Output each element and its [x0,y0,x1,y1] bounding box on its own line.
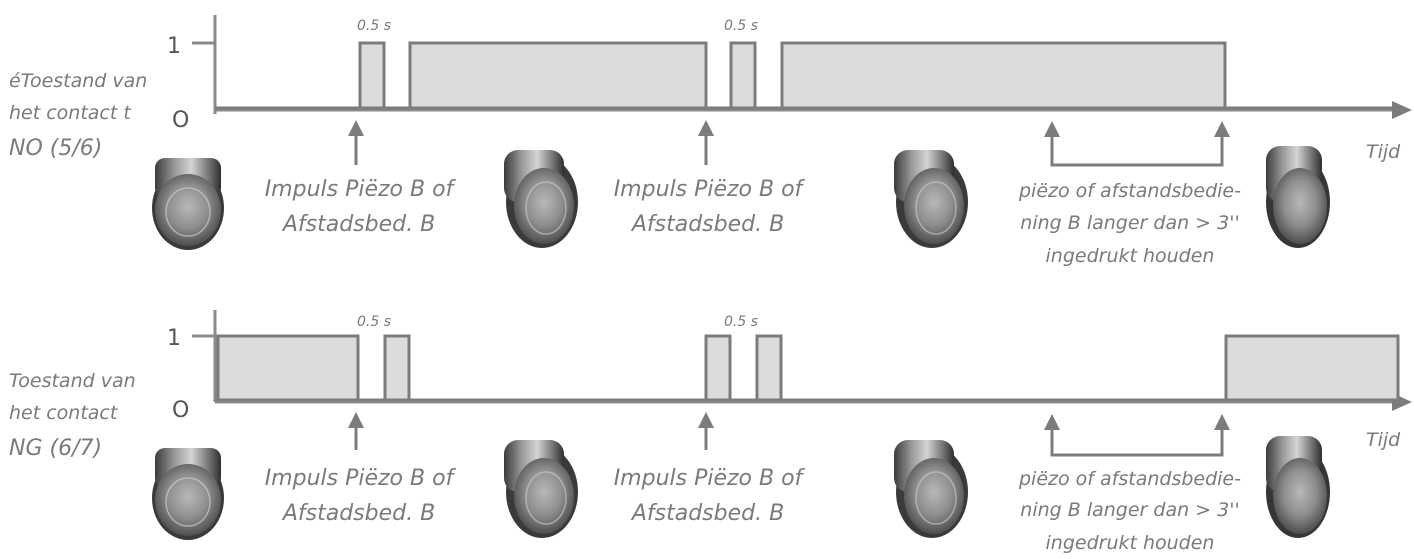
y-low-label: O [172,108,189,133]
panel-no: 1 O 0.5 s 0.5 s éToestand van het contac… [9,15,1412,267]
state-label-line: het contact t [9,102,132,124]
trigger-text: Afstadsbed. B [281,501,435,526]
state-label-line: het contact [9,402,119,424]
push-button-icon [151,447,225,541]
trigger-text: Afstadsbed. B [630,501,784,526]
state-label-line: Toestand van [9,370,136,392]
pulse-duration-label: 0.5 s [724,314,758,330]
panel-ng: 1 O 0.5 s 0.5 s Toestand van het contact… [9,310,1412,554]
long-press-text: piëzo of afstandsbedie- [1018,468,1241,490]
x-axis-label: Tijd [1366,429,1401,451]
trigger-text: Afstadsbed. B [281,212,435,237]
push-button-icon [1266,436,1330,538]
signal-pulse [358,41,386,110]
long-press-text: ning B langer dan > 3'' [1020,499,1239,521]
y-low-label: O [172,398,189,423]
long-press-text: ingedrukt houden [1046,245,1215,267]
arrow-up-icon [698,120,714,165]
trigger-text: Impuls Piëzo B of [265,466,457,491]
signal-pulse [383,334,411,402]
trigger-text: Impuls Piëzo B of [614,177,806,202]
arrow-up-icon [348,412,364,450]
long-press-text: ingedrukt houden [1046,532,1215,554]
long-press-bracket [1044,121,1230,167]
state-label-line: éToestand van [9,70,147,92]
push-button-icon [893,439,969,539]
signal-pulse [780,41,1227,110]
state-label-line: NG (6/7) [9,436,102,461]
pulse-duration-label: 0.5 s [724,18,758,34]
push-button-icon [893,149,969,249]
long-press-bracket [1044,414,1230,457]
arrow-up-icon [698,412,714,450]
arrow-up-icon [348,120,364,165]
push-button-icon [503,149,579,249]
long-press-text: piëzo of afstandsbedie- [1018,180,1241,202]
signal-pulse [704,334,732,402]
x-axis-arrow-icon [1392,101,1412,119]
y-high-label: 1 [167,326,181,351]
trigger-text: Afstadsbed. B [630,212,784,237]
signal-pulse [729,41,757,110]
y-high-label: 1 [167,34,181,59]
long-press-text: ning B langer dan > 3'' [1020,212,1239,234]
signal-pulse [216,334,360,402]
push-button-icon [503,439,579,539]
trigger-text: Impuls Piëzo B of [265,177,457,202]
pulse-duration-label: 0.5 s [357,18,391,34]
push-button-icon [1266,146,1330,248]
pulse-duration-label: 0.5 s [357,314,391,330]
x-axis-label: Tijd [1366,141,1401,163]
signal-pulse [408,41,708,110]
state-label-line: NO (5/6) [9,136,102,161]
trigger-text: Impuls Piëzo B of [614,466,806,491]
signal-pulse [1224,334,1400,402]
signal-pulse [755,334,783,402]
push-button-icon [151,157,225,251]
